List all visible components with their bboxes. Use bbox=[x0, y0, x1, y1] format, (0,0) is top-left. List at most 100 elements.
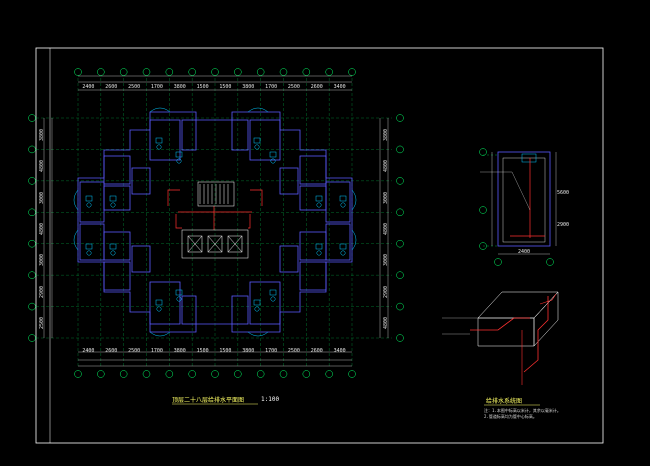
dim-text-right: 3000 bbox=[383, 254, 389, 267]
toilet-bowl bbox=[176, 296, 182, 302]
toilet-bowl bbox=[270, 296, 276, 302]
dim-text-bottom: 2600 bbox=[310, 348, 323, 354]
detail-plan bbox=[479, 148, 557, 266]
grid-bubble-bottom bbox=[97, 370, 105, 378]
axon-box-front bbox=[477, 317, 535, 347]
water-pipe bbox=[248, 214, 251, 229]
dim-text-top: 2600 bbox=[105, 84, 118, 90]
plumbing-fixture bbox=[253, 299, 261, 306]
grid-bubble-top bbox=[234, 68, 242, 76]
axon-pipe-main bbox=[470, 317, 530, 331]
dim-text-left: 3800 bbox=[39, 128, 45, 141]
grid-bubble-bottom bbox=[279, 370, 288, 378]
grid-bubble-right bbox=[396, 208, 404, 217]
grid-bubble-bottom bbox=[74, 370, 82, 378]
room bbox=[279, 167, 299, 195]
bay-window bbox=[247, 331, 269, 337]
dim-text-bottom: 2500 bbox=[128, 348, 141, 354]
elevator-cross bbox=[187, 235, 203, 253]
bay-window bbox=[73, 229, 79, 251]
detail-grid-bubble-4 bbox=[494, 258, 502, 266]
toilet-bowl bbox=[340, 250, 346, 256]
bay-window bbox=[351, 189, 357, 211]
grid-bubble-left bbox=[28, 145, 36, 154]
grid-bubble-bottom bbox=[302, 370, 311, 378]
grid-bubble-left bbox=[28, 271, 36, 279]
grid-bubble-top bbox=[256, 68, 265, 76]
bay-window bbox=[149, 107, 171, 113]
dim-text-bottom: 3400 bbox=[333, 348, 346, 354]
water-pipe bbox=[175, 214, 182, 229]
dim-text-left: 2900 bbox=[39, 285, 45, 298]
dim-text-left: 4800 bbox=[39, 160, 45, 173]
detail-dim-right-1: 5600 bbox=[557, 190, 570, 196]
toilet-bowl bbox=[316, 250, 322, 256]
elevator-lobby bbox=[181, 229, 249, 259]
axon-note-2: 2.管道标高均为管中心标高。 bbox=[484, 414, 537, 419]
room bbox=[103, 231, 131, 261]
grid-bubble-bottom bbox=[325, 370, 333, 378]
dim-text-left: 2500 bbox=[39, 317, 45, 330]
toilet-bowl bbox=[254, 306, 260, 312]
grid-bubble-right bbox=[396, 239, 404, 248]
plumbing-fixture bbox=[109, 243, 117, 250]
detail-dim-bottom: 2400 bbox=[518, 249, 531, 255]
room bbox=[279, 245, 299, 273]
bay-window bbox=[247, 107, 269, 113]
grid-bubble-top bbox=[211, 68, 219, 76]
room bbox=[149, 281, 181, 325]
axon-pipe-branch bbox=[539, 293, 557, 305]
room bbox=[79, 223, 105, 261]
grid-bubble-bottom bbox=[119, 370, 128, 378]
dim-text-bottom: 3800 bbox=[173, 348, 186, 354]
dim-text-left: 3000 bbox=[39, 191, 45, 204]
grid-bubble-top bbox=[279, 68, 288, 76]
room bbox=[299, 231, 327, 261]
grid-bubble-bottom bbox=[165, 370, 174, 378]
grid-bubble-top bbox=[348, 68, 356, 76]
detail-grid-bubble-5 bbox=[546, 258, 554, 266]
dim-text-top: 2400 bbox=[82, 84, 95, 90]
elevator-shaft bbox=[207, 235, 223, 253]
plumbing-fixture bbox=[155, 137, 163, 144]
toilet-bowl bbox=[340, 202, 346, 208]
grid-bubble-left bbox=[28, 239, 36, 248]
grid-bubble-right bbox=[396, 145, 404, 154]
detail-grid-bubble-1 bbox=[479, 148, 487, 156]
room bbox=[149, 119, 181, 161]
plumbing-fixture bbox=[269, 151, 277, 158]
plumbing-fixture bbox=[339, 243, 347, 250]
room bbox=[299, 261, 327, 291]
toilet-bowl bbox=[176, 158, 182, 164]
grid-bubble-top bbox=[74, 68, 82, 76]
toilet-bowl bbox=[156, 144, 162, 150]
room bbox=[103, 261, 131, 291]
grid-bubble-left bbox=[28, 302, 36, 311]
room bbox=[325, 223, 351, 261]
elevator-shaft bbox=[227, 235, 243, 253]
toilet-bowl bbox=[110, 250, 116, 256]
room bbox=[131, 167, 151, 195]
grid-bubble-top bbox=[188, 68, 196, 76]
room bbox=[325, 181, 351, 223]
grid-bubble-top bbox=[325, 68, 333, 76]
room bbox=[231, 295, 249, 325]
grid-bubble-top bbox=[165, 68, 174, 76]
dim-text-top: 3800 bbox=[173, 84, 186, 90]
grid-bubble-right bbox=[396, 271, 404, 279]
dim-text-right: 3800 bbox=[383, 128, 389, 141]
dim-text-right: 4800 bbox=[383, 160, 389, 173]
toilet-bowl bbox=[316, 202, 322, 208]
plumbing-fixture bbox=[315, 243, 323, 250]
elevator-cross bbox=[207, 235, 223, 253]
room bbox=[231, 119, 249, 151]
bay-window bbox=[73, 189, 79, 211]
dim-text-top: 3800 bbox=[242, 84, 255, 90]
water-branch bbox=[250, 189, 263, 206]
toilet-bowl bbox=[254, 144, 260, 150]
room bbox=[103, 185, 131, 211]
dim-text-bottom: 2500 bbox=[287, 348, 300, 354]
toilet-bowl bbox=[156, 306, 162, 312]
grid-bubble-top bbox=[119, 68, 128, 76]
grid-bubble-left bbox=[28, 208, 36, 217]
